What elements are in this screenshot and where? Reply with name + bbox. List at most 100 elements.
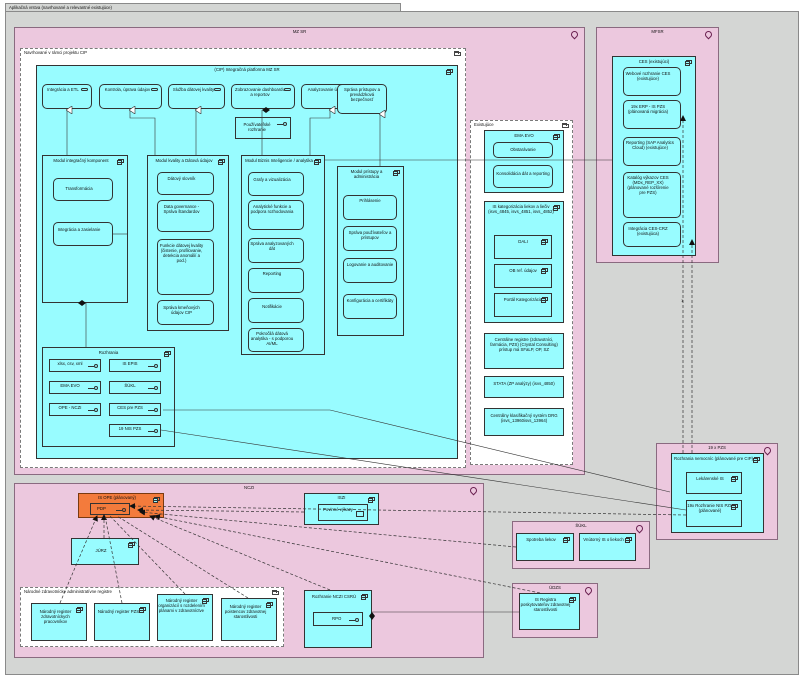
service-icon — [284, 88, 291, 91]
ces-crz[interactable]: Integrácia CES-CRZ (existujúca) — [623, 222, 681, 247]
rpo-interface[interactable]: RPO — [313, 612, 363, 626]
fn-analyticke-funkcie[interactable]: Analytické funkcie a podpora rozhodovani… — [248, 200, 304, 230]
ces-item-label: Webové rozhranie CES (existujúce) — [625, 71, 671, 81]
registers-group-label: Národné zdravotnícke administratívne reg… — [24, 589, 112, 594]
fn-prihlasenie[interactable]: Prihlásenie — [343, 195, 397, 220]
nczi-label: NCZI — [243, 485, 255, 490]
intf-label: xlsx, csv, xml — [57, 361, 83, 366]
component-icon — [368, 497, 375, 503]
ces-katalog[interactable]: Katalóg výkazov CES (MDx_REP_XX) (plánov… — [623, 172, 681, 218]
component-icon — [218, 159, 225, 165]
register-label: Národný register organizácií s rozdelení… — [158, 598, 205, 613]
register-label: Národný register zdravotníckych pracovní… — [39, 609, 72, 624]
ces-web[interactable]: Webové rozhranie CES (existujúce) — [623, 67, 681, 96]
fn-pokrocila-analytika[interactable]: Pokročilá dátová analytika - s podporou … — [248, 328, 304, 352]
fn-label: Reporting — [262, 271, 282, 276]
fn-sprava-pouzivatelov[interactable]: Správa používateľov a prístupov — [343, 226, 397, 251]
service-dashboard[interactable]: Zobrazovanie dashboardu a reportov — [231, 84, 295, 109]
fn-label: Funkcie dátovej kvality (čistenie, profi… — [159, 243, 204, 263]
fn-grafy[interactable]: Grafy a vizualizácia — [248, 172, 304, 196]
fn-label: Analytické funkcie a podpora rozhodovani… — [250, 204, 294, 214]
fn-data-governance[interactable]: Data governance - Správa štandardov — [157, 200, 214, 232]
jurz-box[interactable]: JÚRZ — [71, 538, 139, 565]
pzs19-lekarenske[interactable]: Lekárenské IS — [686, 472, 742, 494]
rozhrania-title: Rozhrania — [98, 350, 119, 355]
service-datova-kvalita[interactable]: Služba dátovej kvality — [168, 84, 225, 109]
component-icon — [266, 602, 273, 608]
fn-integracia-zasielanie[interactable]: Integrácia a zasielanie — [53, 222, 113, 246]
component-icon — [117, 159, 124, 165]
component-icon — [731, 476, 738, 482]
intf-ces-pzs[interactable]: CES pre PZS — [109, 403, 161, 416]
fn-logovanie[interactable]: Logovanie a auditovanie — [343, 258, 397, 283]
udzs-register[interactable]: IS Registra poskytovateľov zdravotnej st… — [519, 593, 580, 630]
component-icon — [202, 598, 209, 604]
register-organizacii[interactable]: Národný register organizácií s rozdelení… — [157, 594, 213, 641]
stata-box[interactable]: STATA (ZP analýzy) (isvs_4850) — [484, 376, 564, 398]
fn-konfiguracia[interactable]: Konfigurácia a certifikáty — [343, 294, 397, 319]
iskat-dali[interactable]: DALI — [494, 235, 552, 259]
folder-icon — [454, 51, 461, 56]
stata-label: STATA (ZP analýzy) (isvs_4850) — [493, 381, 555, 386]
register-poistencov[interactable]: Národný register poistencov zdravotnej s… — [221, 598, 277, 641]
fn-label: Prihlásenie — [359, 198, 381, 203]
fn-reporting[interactable]: Reporting — [248, 268, 304, 293]
iskat-portal[interactable]: Portál Kategorizácia — [494, 293, 552, 317]
service-icon — [214, 88, 221, 91]
intf-label: IS EPIS — [122, 361, 138, 366]
register-pzs[interactable]: Národný register PZS — [94, 603, 150, 641]
intf-sukl[interactable]: ŠÚKL — [109, 381, 161, 394]
service-sprava-pristupov[interactable]: Správa prístupov a prevádzková bezpečnos… — [337, 84, 387, 114]
user-interface[interactable]: Používateľské rozhranie — [235, 117, 291, 139]
intf-label: CES pre PZS — [117, 405, 143, 410]
mzsr-label: MZ SR — [292, 29, 307, 34]
interface-icon — [148, 408, 158, 412]
service-integracia-etl[interactable]: Integrácia a ETL — [42, 84, 92, 109]
iskat-item-label: DALI — [518, 239, 528, 244]
sukl-item-label: Spotreba liekov — [526, 537, 556, 542]
fn-sprava-dat[interactable]: Správa analyzovaných dát — [248, 238, 304, 263]
register-pracovnikov[interactable]: Národný register zdravotníckych pracovní… — [31, 603, 87, 641]
fn-transformacia[interactable]: Transformácia — [53, 178, 113, 201]
sukl-spotreba[interactable]: Spotreba liekov — [516, 533, 574, 561]
drg-box[interactable]: Centrálny klasifikačný systém DRG (isvs_… — [484, 408, 564, 436]
sukl-vnutorny[interactable]: Vnútorný IS o liekoch — [579, 533, 636, 561]
service-icon — [151, 88, 158, 91]
fn-label: Transformácia — [65, 186, 93, 191]
povinne-vykazy[interactable]: Povinné výkazy — [318, 504, 368, 521]
existujuce-label: Existujúce — [474, 122, 494, 127]
component-icon — [314, 159, 321, 165]
service-icon — [81, 88, 88, 91]
module-title: Modul integračný komponent — [53, 158, 109, 163]
fn-label: Správa kmeňových údajov CIP — [163, 305, 200, 315]
user-interface-label: Používateľské rozhranie — [243, 122, 271, 132]
fn-label: Správa používateľov a prístupov — [348, 230, 392, 240]
service-kontrola[interactable]: Kontrola, úprava údajov — [99, 84, 162, 109]
pzs19-label: 19 x PZS — [708, 445, 726, 450]
intf-label: EMA EVO — [60, 383, 80, 388]
central-registers[interactable]: Centrálne registre (zdravotníci, farmáci… — [484, 333, 564, 369]
fn-kmenove-udaje[interactable]: Správa kmeňových údajov CIP — [157, 300, 214, 325]
cip-group-label: Navrhované v rámci projektu CIP — [24, 50, 88, 55]
intf-xlsx[interactable]: xlsx, csv, xml — [49, 359, 101, 372]
pzs19-nis[interactable]: 19x Rozhranie NIS PZS (plánované) — [686, 500, 742, 527]
fn-label: Konsolidácia dát a reporting — [496, 171, 550, 176]
fn-funkcie-kvality[interactable]: Funkcie dátovej kvality (čistenie, profi… — [157, 239, 214, 295]
fn-label: Dátový slovník — [167, 176, 196, 181]
pdp-interface[interactable]: PDP — [90, 503, 130, 515]
interface-icon — [116, 508, 126, 512]
service-label: Analyzovanie údajov — [307, 87, 348, 92]
iskat-ob[interactable]: OB ref. údajov — [494, 264, 552, 288]
component-icon — [625, 537, 632, 543]
fn-obstaravanie[interactable]: Obstarávanie — [493, 142, 553, 158]
fn-konsolidacia[interactable]: Konsolidácia dát a reporting — [493, 165, 553, 188]
fn-notifikacie[interactable]: Notifikácie — [248, 298, 304, 323]
intf-nis-pzs[interactable]: 19 NIS PZS — [109, 424, 161, 437]
fn-datovy-slovnik[interactable]: Dátový slovník — [157, 172, 214, 195]
iskat-title: IS kategorizácia liekov a liečiv (isvs_4… — [488, 204, 554, 214]
intf-epis[interactable]: IS EPIS — [109, 359, 161, 372]
ces-reporting[interactable]: Reporting (SAP Analytics Cloud) (existuj… — [623, 137, 681, 166]
intf-ope-nczi[interactable]: OPE - NCZI — [49, 403, 101, 416]
ces-erp[interactable]: 19x ERP - IS PZS (plánovaná migrácia) — [623, 100, 681, 129]
intf-emaevo[interactable]: EMA EVO — [49, 381, 101, 394]
